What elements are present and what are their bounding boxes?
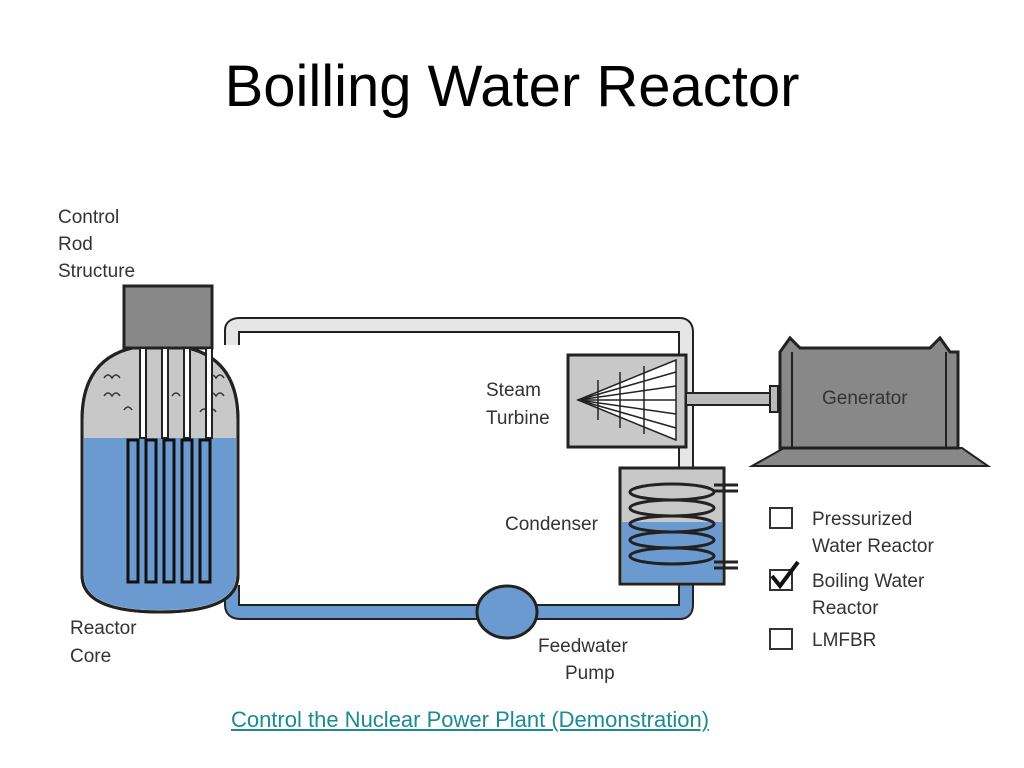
control-rod-structure [122, 284, 214, 439]
svg-text:Turbine: Turbine [486, 408, 550, 429]
feedwater-pipe [224, 580, 694, 620]
checkmark-icon [770, 560, 800, 590]
svg-text:Reactor: Reactor [70, 618, 137, 639]
option-label: Pressurized [812, 509, 912, 530]
feedwater-pump-label: Feedwater Pump [538, 636, 628, 684]
condenser [618, 466, 738, 586]
reactor-type-option-lmfbr[interactable]: LMFBR [769, 628, 876, 651]
generator [748, 335, 992, 467]
svg-text:Feedwater: Feedwater [538, 636, 628, 657]
option-label: Reactor [812, 598, 879, 619]
reactor-core [126, 438, 212, 584]
reactor-core-label: Reactor Core [70, 618, 137, 667]
option-label: Boiling Water [812, 571, 925, 592]
control-rod-label: Control Rod Structure [58, 207, 135, 282]
option-label: LMFBR [812, 630, 876, 651]
condenser-label: Condenser [505, 514, 599, 535]
page-title: Boilling Water Reactor [224, 54, 800, 119]
svg-text:Steam: Steam [486, 380, 541, 401]
svg-text:Core: Core [70, 646, 111, 667]
feedwater-pump [475, 584, 539, 640]
svg-text:Rod: Rod [58, 234, 93, 255]
steam-turbine-label: Steam Turbine [486, 380, 550, 429]
checkbox-icon[interactable] [769, 628, 793, 650]
demonstration-link[interactable]: Control the Nuclear Power Plant (Demonst… [230, 707, 710, 732]
svg-text:Structure: Structure [58, 261, 135, 282]
steam-pipe [224, 317, 694, 470]
reactor-vessel [80, 343, 240, 614]
svg-text:Pump: Pump [565, 663, 615, 684]
svg-text:Control: Control [58, 207, 119, 228]
reactor-type-option-pwr[interactable]: Pressurized Water Reactor [769, 507, 934, 557]
turbine-shaft [685, 385, 779, 413]
steam-turbine [566, 353, 688, 449]
generator-label: Generator [822, 388, 908, 409]
reactor-type-option-bwr[interactable]: Boiling Water Reactor [769, 560, 925, 619]
option-label: Water Reactor [812, 536, 934, 557]
checkbox-icon[interactable] [769, 507, 793, 529]
